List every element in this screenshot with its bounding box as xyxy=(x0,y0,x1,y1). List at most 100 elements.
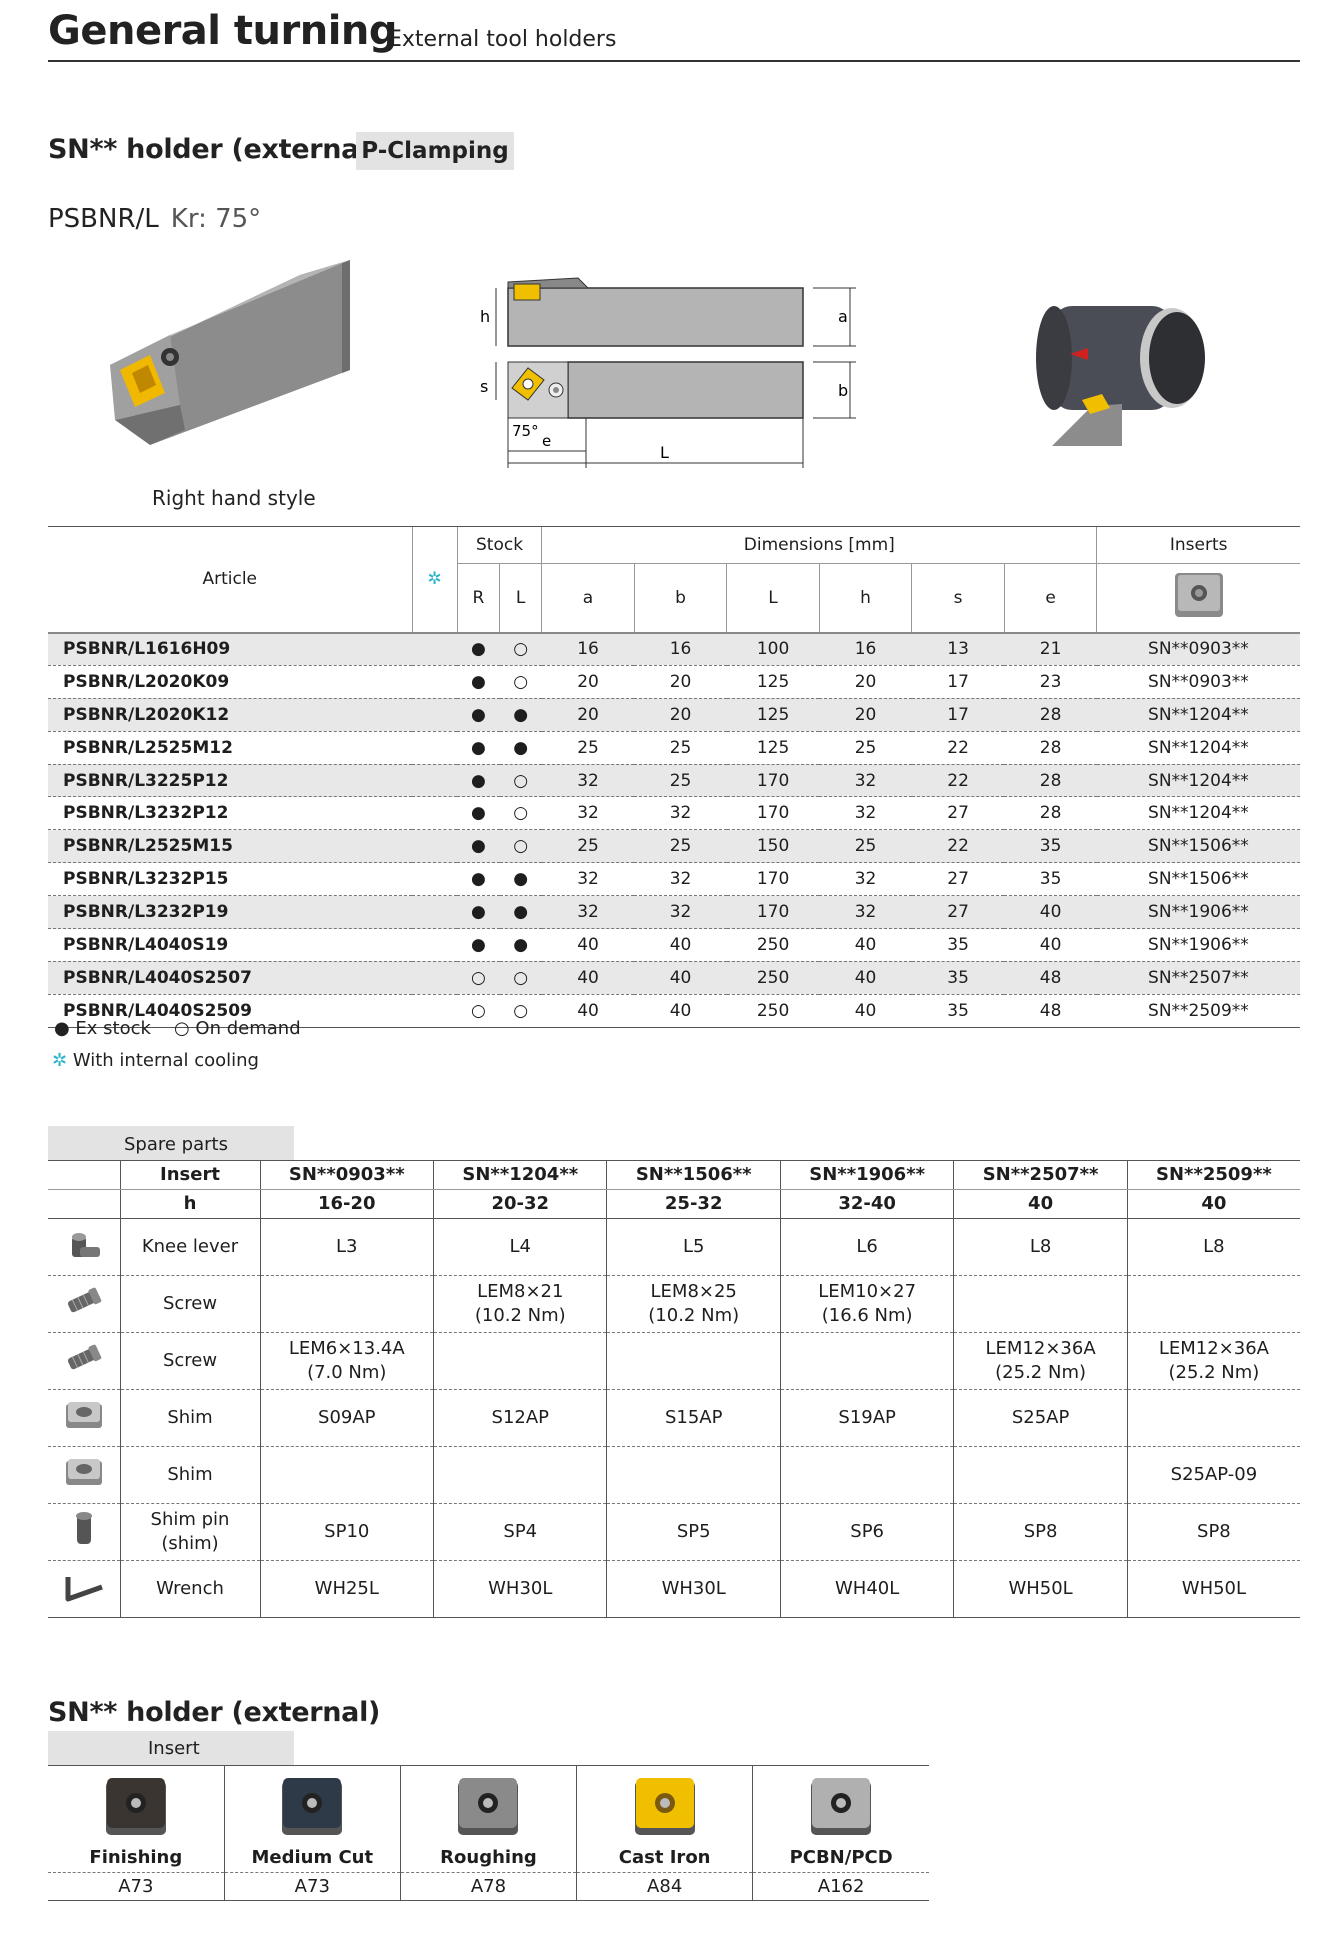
cell-L: ● xyxy=(513,737,529,758)
cell-b: 32 xyxy=(669,902,692,923)
cell-Ln: 170 xyxy=(756,770,790,791)
dimensions-header: Dimensions [mm] xyxy=(541,526,1097,564)
cell-h: 25 xyxy=(854,737,877,758)
shim-icon xyxy=(48,1389,120,1447)
header-divider xyxy=(48,60,1300,62)
tool-holder-image xyxy=(110,260,350,445)
cell-cool xyxy=(412,896,457,929)
cell-cool xyxy=(412,698,457,731)
cell-article: PSBNR/L4040S19 xyxy=(63,934,229,955)
cell-Ln: 125 xyxy=(756,704,790,725)
cell-h: 40 xyxy=(854,934,877,955)
cell-insert: SN**0903** xyxy=(1148,671,1249,692)
cell-R: ○ xyxy=(470,967,486,988)
spare-h-3: 32-40 xyxy=(779,1189,954,1219)
spare-part-value: L8 xyxy=(953,1218,1128,1276)
spare-part-value: S12AP xyxy=(433,1389,607,1447)
cell-e: 28 xyxy=(1039,803,1062,824)
spare-part-value: WH50L xyxy=(1126,1560,1300,1618)
spare-insert-5: SN**2509** xyxy=(1126,1160,1300,1190)
insert-type-icon xyxy=(634,1778,695,1835)
cell-cool xyxy=(412,830,457,863)
insert-type-cell: Finishing xyxy=(48,1765,225,1873)
cell-e: 28 xyxy=(1039,737,1062,758)
spare-part-name: Knee lever xyxy=(119,1218,260,1276)
col-L: L xyxy=(499,563,542,633)
legend-ex-stock: ● Ex stock xyxy=(54,1018,151,1039)
screw-icon xyxy=(48,1332,120,1390)
cell-insert: SN**1506** xyxy=(1148,869,1249,890)
spare-part-value xyxy=(433,1332,607,1390)
cell-b: 32 xyxy=(669,869,692,890)
shim-icon xyxy=(48,1446,120,1504)
cell-R: ○ xyxy=(470,1000,486,1021)
spare-part-value xyxy=(606,1332,781,1390)
cell-cool xyxy=(412,929,457,962)
cell-article: PSBNR/L3232P19 xyxy=(63,902,229,923)
cell-e: 23 xyxy=(1039,671,1062,692)
cell-Ln: 250 xyxy=(756,1000,790,1021)
cell-s: 27 xyxy=(947,803,969,824)
cell-a: 32 xyxy=(577,869,599,890)
cell-article: PSBNR/L3232P12 xyxy=(63,803,229,824)
spare-part-value: L5 xyxy=(606,1218,781,1276)
cell-e: 28 xyxy=(1039,770,1062,791)
spare-part-name: Screw xyxy=(119,1332,260,1390)
cell-R: ● xyxy=(470,869,486,890)
cell-s: 27 xyxy=(947,902,969,923)
cell-Ln: 170 xyxy=(756,803,790,824)
col-e: e xyxy=(1003,563,1097,633)
cell-insert: SN**1204** xyxy=(1148,770,1249,791)
spare-h-1: 20-32 xyxy=(433,1189,607,1219)
col-length: L xyxy=(726,563,820,633)
insert-icon xyxy=(1174,573,1223,618)
cell-a: 20 xyxy=(577,704,599,725)
insert-type-code: A78 xyxy=(399,1872,577,1901)
insert-type-icon xyxy=(811,1778,872,1835)
cell-b: 25 xyxy=(669,770,692,791)
spare-h-0: 16-20 xyxy=(259,1189,434,1219)
label-s: s xyxy=(480,377,488,396)
cell-insert: SN**1204** xyxy=(1148,803,1249,824)
cell-article: PSBNR/L2020K12 xyxy=(63,704,230,725)
spare-part-name: Shim xyxy=(119,1389,260,1447)
spare-h-4: 40 xyxy=(953,1189,1128,1219)
cell-b: 20 xyxy=(669,704,692,725)
insert-type-cell: Roughing xyxy=(399,1765,577,1873)
spare-part-value: SP8 xyxy=(953,1503,1128,1561)
cell-h: 32 xyxy=(854,869,877,890)
spare-part-value xyxy=(259,1275,434,1333)
cell-Ln: 170 xyxy=(756,869,790,890)
insert-tab: Insert xyxy=(48,1731,294,1765)
cell-Ln: 250 xyxy=(756,967,790,988)
cell-b: 40 xyxy=(669,934,692,955)
cell-cool xyxy=(412,731,457,764)
spare-part-value xyxy=(779,1332,954,1390)
spare-part-value xyxy=(433,1446,607,1504)
spare-part-value: S25AP xyxy=(953,1389,1128,1447)
spare-part-value: SP8 xyxy=(1126,1503,1300,1561)
cell-a: 25 xyxy=(577,836,599,857)
spare-part-value: WH50L xyxy=(953,1560,1128,1618)
cell-b: 40 xyxy=(669,1000,692,1021)
cell-Ln: 125 xyxy=(756,737,790,758)
spare-part-value xyxy=(606,1446,781,1504)
insert-type-cell: Medium Cut xyxy=(223,1765,401,1873)
spare-part-value: S09AP xyxy=(259,1389,434,1447)
cell-cool xyxy=(412,665,457,698)
cell-e: 40 xyxy=(1039,902,1062,923)
insert-image-cell xyxy=(1096,563,1300,633)
page-title: General turning xyxy=(48,8,398,54)
article-table: Article ✲ Stock Dimensions [mm] Inserts … xyxy=(48,526,1300,1028)
